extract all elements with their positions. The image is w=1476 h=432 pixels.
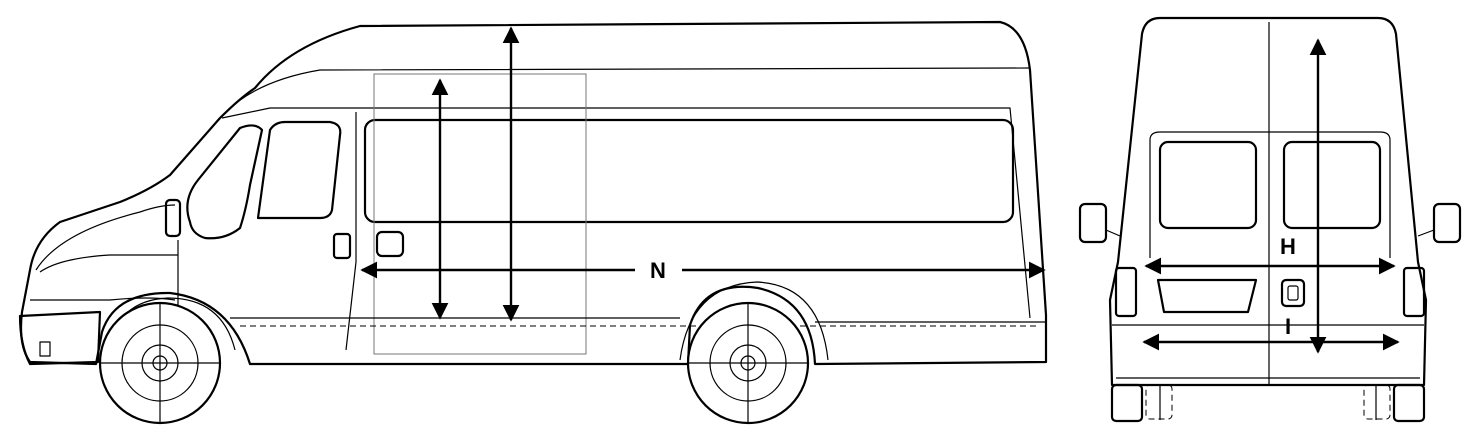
side-roof-line (227, 67, 1031, 111)
side-long-window (363, 118, 1015, 224)
length-dimension-label: N (650, 258, 666, 283)
rear-tail-light-right (1402, 266, 1426, 318)
side-body-outline (19, 20, 1048, 366)
rear-tyre-left (1110, 383, 1144, 423)
rear-plate-recess (1156, 278, 1258, 314)
width-dimension-label: H (1280, 234, 1296, 259)
rear-mirror-right (1432, 202, 1462, 244)
side-rear-wheel (686, 301, 810, 425)
side-roof-drip (221, 107, 1031, 319)
rear-window-right (1282, 140, 1382, 230)
rear-bumper (1112, 324, 1424, 379)
side-door-window (256, 120, 342, 220)
side-view: N (18, 20, 1048, 425)
side-front-bumper (18, 310, 102, 366)
side-belt-line (230, 317, 1046, 323)
rear-door-handle (1280, 278, 1306, 308)
rear-body-outline (1108, 16, 1428, 387)
side-mirror (164, 198, 182, 238)
rear-tyre-right (1392, 383, 1426, 423)
rear-mirror-left (1078, 202, 1108, 244)
rear-tail-light-left (1114, 266, 1138, 318)
sliding-door-outline (373, 73, 587, 355)
rear-dual-tyre-right (1363, 384, 1391, 420)
side-door-handle (332, 232, 352, 260)
side-windscreen (186, 124, 264, 240)
side-fog-lamp (39, 341, 51, 357)
side-sliding-handle (375, 230, 405, 258)
side-rear-arch (679, 281, 829, 361)
rear-dual-tyre-left (1145, 384, 1173, 420)
side-bonnet (30, 204, 178, 301)
rear-view: H I (1078, 16, 1462, 423)
rear-door-frame (1149, 131, 1391, 258)
track-dimension-label: I (1285, 314, 1291, 339)
rear-window-left (1158, 140, 1258, 230)
side-front-wheel (98, 301, 222, 425)
